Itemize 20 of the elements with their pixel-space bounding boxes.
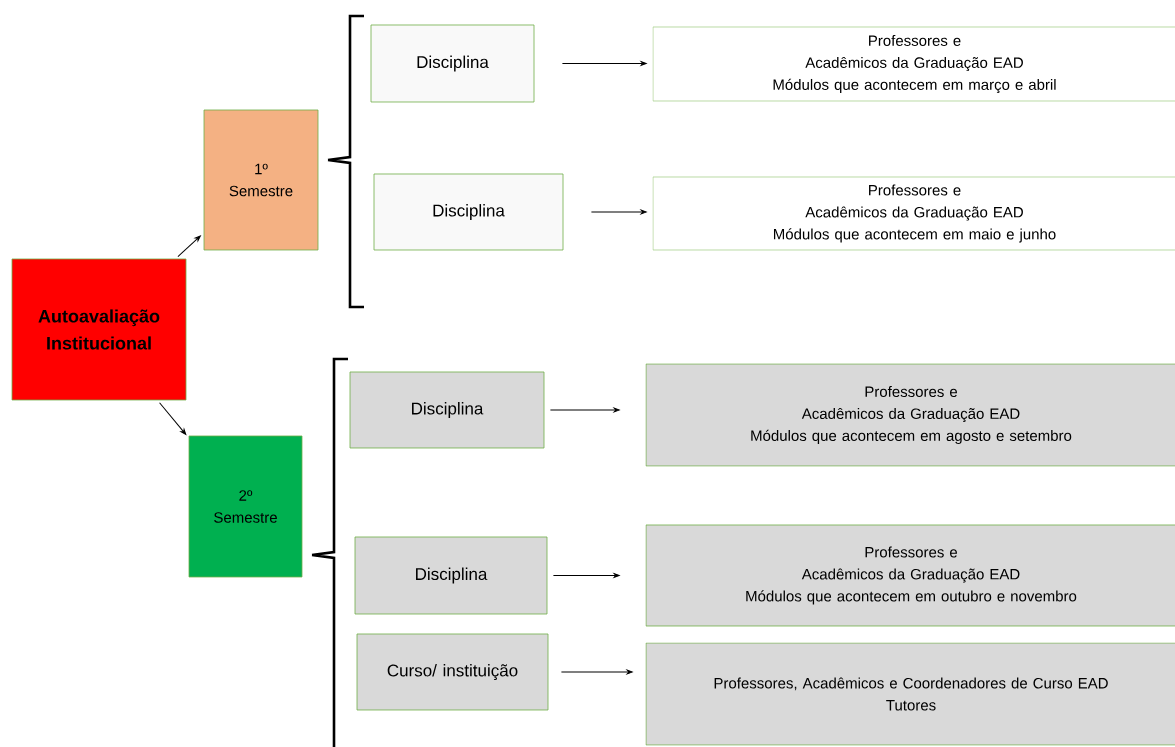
process-box: Disciplina [373,173,564,251]
process-box: Disciplina [349,371,545,449]
semester-box: 1º Semestre [203,109,319,251]
description-box: Professores e Acadêmicos da Graduação EAD Módulos que acontecem em maio e junho [652,176,1175,251]
description-box: Professores e Acadêmicos da Graduação EAD Módulos que acontecem em agosto e setembro [645,363,1175,467]
arrow [159,402,187,435]
arrow [560,669,633,675]
arrow [590,209,647,215]
description-box: Professores e Acadêmicos da Graduação EAD Módulos que acontecem em outubro e novembro [645,524,1175,627]
description-box: Professores e Acadêmicos da Graduação EAD Módulos que acontecem em março e abril [652,26,1175,102]
process-box: Disciplina [354,536,548,615]
arrow [561,61,647,66]
arrow [549,407,620,413]
process-box: Disciplina [370,24,535,103]
title-box: Autoavaliação Institucional [11,258,187,401]
description-box: Professores, Acadêmicos e Coordenadores de Curso EAD Tutores [645,642,1175,746]
arrow [552,573,620,578]
semester-box: 2º Semestre [188,435,303,578]
process-box: Curso/ instituição [356,633,549,711]
arrow [177,235,201,258]
